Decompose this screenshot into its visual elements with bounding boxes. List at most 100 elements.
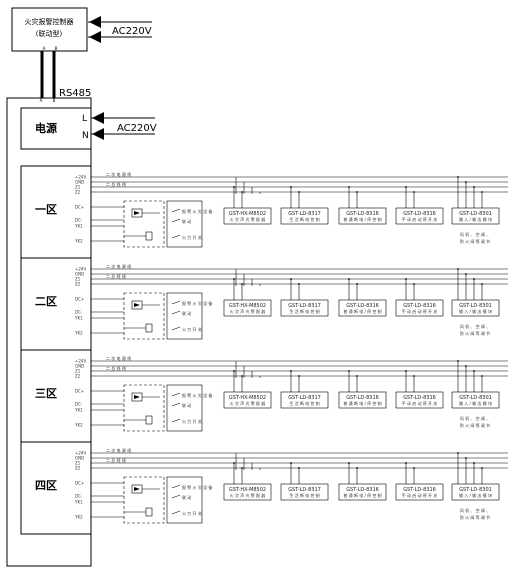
relay-coil xyxy=(145,323,153,333)
device-desc: 火 灾 声 光 警 报 器 xyxy=(230,308,266,314)
relay-contact xyxy=(171,494,181,499)
junction-dot xyxy=(356,467,358,469)
junction-dot xyxy=(405,462,407,464)
device-box xyxy=(223,391,272,409)
fan-note: 风 机 、 空 调 、 xyxy=(460,323,490,329)
fan-note: 防 火 阀 等 调 节 xyxy=(460,514,490,520)
arrow-icon xyxy=(89,16,101,28)
power-l-terminal: L xyxy=(82,114,87,124)
junction-dot xyxy=(298,283,300,285)
relay-module-box xyxy=(123,292,165,340)
device-box xyxy=(280,483,329,501)
device-model: GST-LD-8317 xyxy=(288,303,321,309)
relay-contact xyxy=(171,510,181,515)
bus-line-label: +24V xyxy=(75,451,86,456)
fan-note: 风 机 、 空 调 、 xyxy=(460,415,490,421)
diode-icon xyxy=(134,395,140,399)
junction-dot xyxy=(356,191,358,193)
relay-contact xyxy=(171,418,181,423)
relay-module-box xyxy=(123,200,165,248)
rs485-link: RS485 A B xyxy=(40,51,91,103)
relay-coil xyxy=(145,415,153,425)
power-unit-label: 电源 xyxy=(35,121,57,135)
control-terminal-label: YK1 xyxy=(74,224,83,229)
arrow-icon xyxy=(89,31,101,43)
relay-contact xyxy=(171,300,181,305)
junction-dot xyxy=(233,278,235,280)
zone-label: 一区 xyxy=(35,203,57,216)
relay-module-box xyxy=(123,384,165,432)
device-desc: 手 动 启 动 停 开 关 xyxy=(402,308,438,314)
junction-dot xyxy=(481,191,483,193)
controller-port-b: B xyxy=(55,46,58,51)
relay-contact-box xyxy=(166,476,203,524)
device-model: GST-LD-8301 xyxy=(459,395,492,401)
relay-label: 火 力 开 关 xyxy=(182,234,202,240)
junction-dot xyxy=(465,273,467,275)
control-terminal-label: YK1 xyxy=(74,316,83,321)
junction-dot xyxy=(465,181,467,183)
bus-line-note: 二 总 线 线 xyxy=(106,365,126,371)
relay-contact xyxy=(171,218,181,223)
junction-dot xyxy=(348,278,350,280)
fan-note: 防 火 阀 等 调 节 xyxy=(460,238,490,244)
power-n-terminal: N xyxy=(82,131,89,141)
device-desc: 普 通 断 电 / 停 控 制 xyxy=(343,216,381,222)
device-box xyxy=(451,483,500,501)
device-model: GST-LD-8316 xyxy=(403,211,436,217)
junction-dot xyxy=(241,283,243,285)
controller-subtitle: (联动型) xyxy=(36,29,63,38)
bus-line-label: Z2 xyxy=(75,466,81,471)
device-model: GST-LD-8301 xyxy=(459,211,492,217)
device-box xyxy=(395,391,444,409)
controller-port-a: A xyxy=(43,46,46,51)
junction-dot xyxy=(233,370,235,372)
bus-line-label: +24V xyxy=(75,267,86,272)
control-terminal-label: DC- xyxy=(75,402,83,407)
relay-label: 联 动 xyxy=(182,310,191,316)
device-model: GST-LD-8301 xyxy=(459,303,492,309)
zone-label: 二区 xyxy=(35,295,57,308)
relay-contact xyxy=(171,326,181,331)
junction-dot xyxy=(241,375,243,377)
device-model: GST-HX-M8502 xyxy=(229,303,266,309)
device-model: GST-HX-M8502 xyxy=(229,395,266,401)
relay-contact xyxy=(171,234,181,239)
diode-icon xyxy=(134,303,140,307)
diode-icon xyxy=(134,487,140,491)
device-box xyxy=(451,207,500,225)
device-desc: 生 活 断 电 控 制 xyxy=(289,492,319,498)
relay-label: 报 警 火 灾 设 备 xyxy=(182,300,212,306)
device-box xyxy=(395,483,444,501)
device-desc: 输 入 / 输 出 模 块 xyxy=(459,400,492,406)
junction-dot xyxy=(233,462,235,464)
junction-dot xyxy=(356,283,358,285)
bus-line-note: 二 次 电 源 线 xyxy=(106,263,131,269)
bus-line-label: Z1 xyxy=(75,461,81,466)
device-box xyxy=(280,207,329,225)
device-box xyxy=(338,483,387,501)
device-desc: 手 动 启 动 停 开 关 xyxy=(402,492,438,498)
junction-dot xyxy=(481,375,483,377)
device-desc: 输 入 / 输 出 模 块 xyxy=(459,216,492,222)
junction-dot xyxy=(233,186,235,188)
device-box xyxy=(338,299,387,317)
bus-line-note: 二 总 线 线 xyxy=(106,181,126,187)
relay-label: 联 动 xyxy=(182,402,191,408)
control-terminal-label: YK2 xyxy=(74,423,83,428)
device-model: GST-LD-8317 xyxy=(288,487,321,493)
relay-label: 报 警 火 灾 设 备 xyxy=(182,484,212,490)
junction-dot xyxy=(290,186,292,188)
device-box xyxy=(280,391,329,409)
power-supply-label: AC220V xyxy=(117,123,157,134)
relay-module-box xyxy=(123,476,165,524)
fan-note: 防 火 阀 等 调 节 xyxy=(460,422,490,428)
bus-line-note: 二 总 线 线 xyxy=(106,273,126,279)
junction-dot xyxy=(457,360,459,362)
zone-label: 三区 xyxy=(35,387,57,400)
bus-line-note: 二 次 电 源 线 xyxy=(106,171,131,177)
device-desc: 普 通 断 电 / 停 控 制 xyxy=(343,400,381,406)
